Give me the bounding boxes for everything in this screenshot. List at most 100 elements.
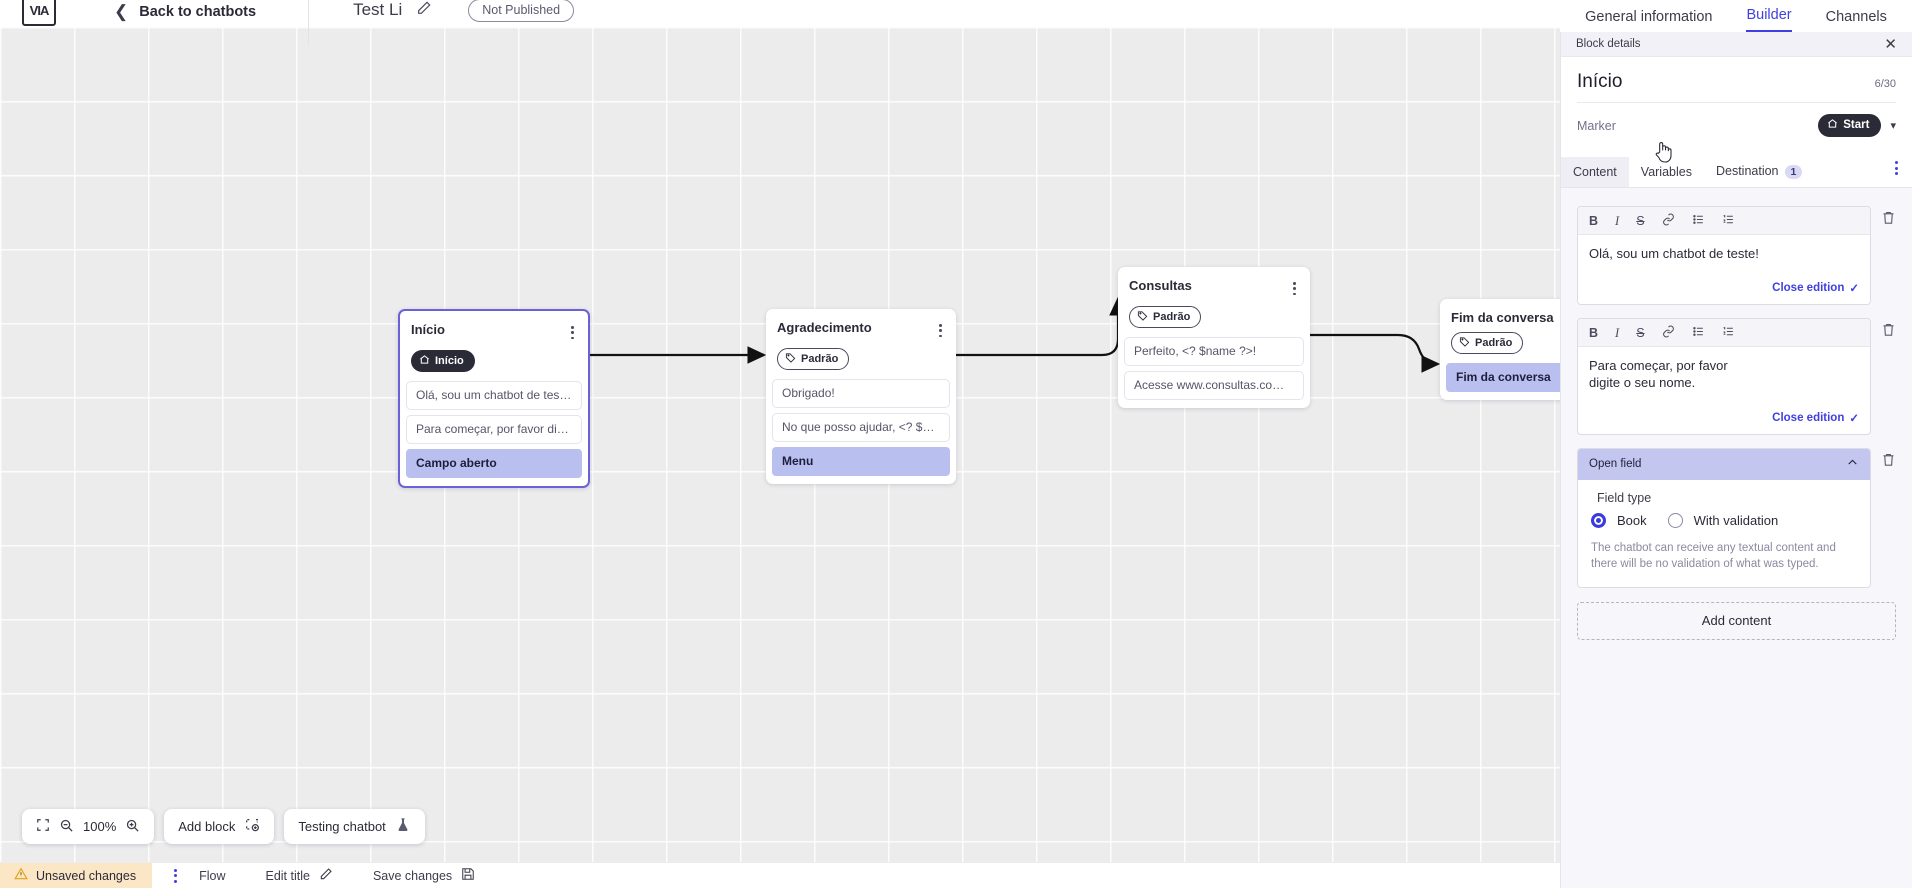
chevron-up-icon[interactable]	[1846, 456, 1859, 472]
node-row[interactable]: Obrigado!	[772, 378, 950, 408]
bold-icon[interactable]: B	[1589, 213, 1599, 228]
save-changes-button[interactable]: Save changes	[373, 867, 475, 884]
back-chevron-icon[interactable]: ❮	[114, 2, 129, 21]
node-row[interactable]: Menu	[772, 446, 950, 476]
node-menu-button[interactable]	[1290, 278, 1299, 299]
link-icon[interactable]	[1662, 325, 1675, 341]
bullet-list-icon[interactable]	[1692, 213, 1705, 229]
block-details-panel: Block details ✕ Início 6/30 Marker Start…	[1560, 32, 1912, 888]
node-header: Início	[400, 320, 588, 343]
editor-text[interactable]: Para começar, por favor digite o seu nom…	[1589, 357, 1728, 391]
add-block-button[interactable]: Add block	[164, 809, 275, 844]
numbered-list-icon[interactable]	[1722, 213, 1735, 229]
block-title-row: Início 6/30	[1577, 57, 1896, 102]
editor-footer: Close edition ✓	[1578, 273, 1870, 304]
strikethrough-icon[interactable]: S	[1636, 325, 1645, 340]
zoom-out-icon[interactable]	[59, 818, 74, 836]
node-title: Agradecimento	[777, 320, 872, 335]
editor-toolbar: B I S	[1578, 319, 1870, 347]
rich-text-editor[interactable]: B I S	[1577, 318, 1871, 435]
italic-icon[interactable]: I	[1615, 213, 1620, 228]
node-menu-button[interactable]	[568, 322, 577, 343]
node-title: Fim da conversa	[1451, 310, 1554, 325]
destination-count-badge: 1	[1784, 165, 1803, 179]
delete-block-icon[interactable]	[1880, 206, 1896, 228]
close-edition-button[interactable]: Close edition ✓	[1772, 281, 1859, 295]
radio-with-validation[interactable]	[1667, 512, 1683, 528]
tab-general-information[interactable]: General information	[1585, 9, 1713, 25]
tab-channels[interactable]: Channels	[1825, 9, 1887, 25]
tab-destination[interactable]: Destination 1	[1704, 156, 1814, 187]
testing-chatbot-label: Testing chatbot	[298, 819, 386, 834]
save-changes-label: Save changes	[372, 868, 453, 883]
field-type-radios: Book With validation	[1591, 512, 1857, 528]
tab-content[interactable]: Content	[1561, 157, 1629, 187]
warning-icon	[14, 867, 28, 884]
status-menu-button[interactable]	[174, 868, 178, 883]
testing-chatbot-button[interactable]: Testing chatbot	[284, 809, 425, 844]
tab-variables[interactable]: Variables	[1640, 165, 1692, 179]
status-bar: Unsaved changes Flow Edit title Save cha…	[0, 862, 1560, 888]
tab-destination-label: Destination	[1715, 164, 1779, 178]
chevron-down-icon[interactable]: ▾	[1890, 120, 1896, 132]
panel-menu-button[interactable]	[1881, 149, 1912, 187]
node-row[interactable]: Acesse www.consultas.com par...	[1124, 370, 1304, 400]
close-icon[interactable]: ✕	[1884, 35, 1897, 53]
flow-node-agradecimento[interactable]: Agradecimento Padrão Obrigado! No que po…	[766, 309, 956, 484]
node-badge-padrao: Padrão	[1451, 332, 1524, 354]
flow-node-consultas[interactable]: Consultas Padrão Perfeito, <? $name ?>! …	[1118, 267, 1310, 408]
node-row[interactable]: Fim da conversa	[1446, 362, 1560, 392]
rich-text-editor[interactable]: B I S	[1577, 206, 1871, 306]
node-title: Início	[411, 322, 445, 337]
flow-node-fim-da-conversa[interactable]: Fim da conversa Padrão Fim da conversa	[1440, 299, 1560, 400]
edit-title-button[interactable]: Edit title	[265, 867, 332, 884]
bullet-list-icon[interactable]	[1692, 325, 1705, 341]
chatbot-title: Test Li	[353, 0, 403, 19]
char-counter: 6/30	[1874, 78, 1896, 90]
panel-header: Block details ✕	[1561, 32, 1912, 57]
node-row[interactable]: Olá, sou um chatbot de teste!	[406, 380, 582, 410]
edit-title-pencil-icon[interactable]	[416, 0, 432, 21]
open-field-card[interactable]: Open field Field type Book With validati…	[1577, 447, 1871, 588]
node-header: Agradecimento	[766, 318, 956, 341]
editor-toolbar: B I S	[1578, 207, 1870, 235]
marker-value-group[interactable]: Start ▾	[1818, 114, 1896, 137]
delete-block-icon[interactable]	[1880, 318, 1896, 340]
close-edition-label: Close edition	[1772, 282, 1845, 295]
flow-button[interactable]: Flow	[199, 869, 225, 883]
fit-screen-icon[interactable]	[36, 818, 50, 835]
flow-canvas[interactable]: Início Início Olá, sou um chatbot de tes…	[0, 27, 1560, 862]
radio-book[interactable]	[1591, 512, 1606, 528]
numbered-list-icon[interactable]	[1722, 325, 1735, 341]
italic-icon[interactable]: I	[1615, 325, 1620, 340]
node-badge-padrao: Padrão	[777, 348, 850, 370]
app-logo[interactable]: VIA	[22, 0, 56, 26]
editor-text[interactable]: Olá, sou um chatbot de teste!	[1589, 245, 1759, 261]
node-row[interactable]: Campo aberto	[406, 448, 582, 478]
node-row[interactable]: No que posso ajudar, <? $name ...	[772, 412, 950, 442]
bold-icon[interactable]: B	[1589, 325, 1599, 340]
zoom-controls: 100%	[22, 809, 155, 844]
close-edition-button[interactable]: Close edition ✓	[1772, 411, 1859, 425]
node-badge-label: Padrão	[1475, 336, 1513, 349]
node-rows: Fim da conversa	[1440, 362, 1560, 392]
flask-icon	[395, 817, 411, 836]
pencil-icon	[319, 867, 333, 884]
node-row[interactable]: Perfeito, <? $name ?>!	[1124, 336, 1304, 366]
node-header: Consultas	[1118, 276, 1310, 299]
back-to-chatbots-link[interactable]: Back to chatbots	[139, 3, 257, 20]
marker-row: Marker Start ▾	[1577, 103, 1896, 149]
node-row[interactable]: Para começar, por favor digite o ...	[406, 414, 582, 444]
delete-block-icon[interactable]	[1880, 448, 1896, 470]
add-content-button[interactable]: Add content	[1577, 601, 1896, 640]
logo-glyph: VIA	[29, 3, 50, 18]
open-field-header[interactable]: Open field	[1578, 448, 1870, 480]
node-menu-button[interactable]	[936, 320, 945, 341]
strikethrough-icon[interactable]: S	[1636, 213, 1645, 228]
tab-builder[interactable]: Builder	[1746, 7, 1792, 32]
marker-label: Marker	[1577, 118, 1616, 133]
link-icon[interactable]	[1662, 213, 1675, 229]
zoom-in-icon[interactable]	[125, 818, 140, 836]
flow-node-inicio[interactable]: Início Início Olá, sou um chatbot de tes…	[398, 309, 590, 488]
publish-status-badge: Not Published	[468, 0, 575, 22]
